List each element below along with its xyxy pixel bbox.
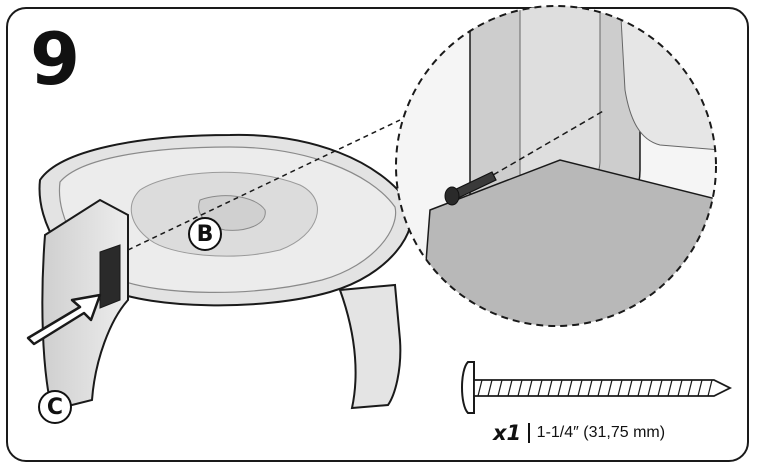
part-b-label: B	[188, 217, 222, 251]
screw-size: 1-1/4″ (31,75 mm)	[536, 424, 666, 441]
step-number: 9	[30, 17, 81, 101]
screw-icon	[461, 361, 733, 414]
hardware-quantity: x1 1-1/4″ (31,75 mm)	[493, 421, 665, 445]
part-rear-leg	[338, 283, 402, 410]
quantity-count: x1	[493, 421, 522, 445]
divider	[528, 423, 530, 443]
part-c-label: C	[38, 390, 72, 424]
insert-arrow-icon	[26, 293, 102, 346]
zoom-detail	[395, 5, 717, 327]
